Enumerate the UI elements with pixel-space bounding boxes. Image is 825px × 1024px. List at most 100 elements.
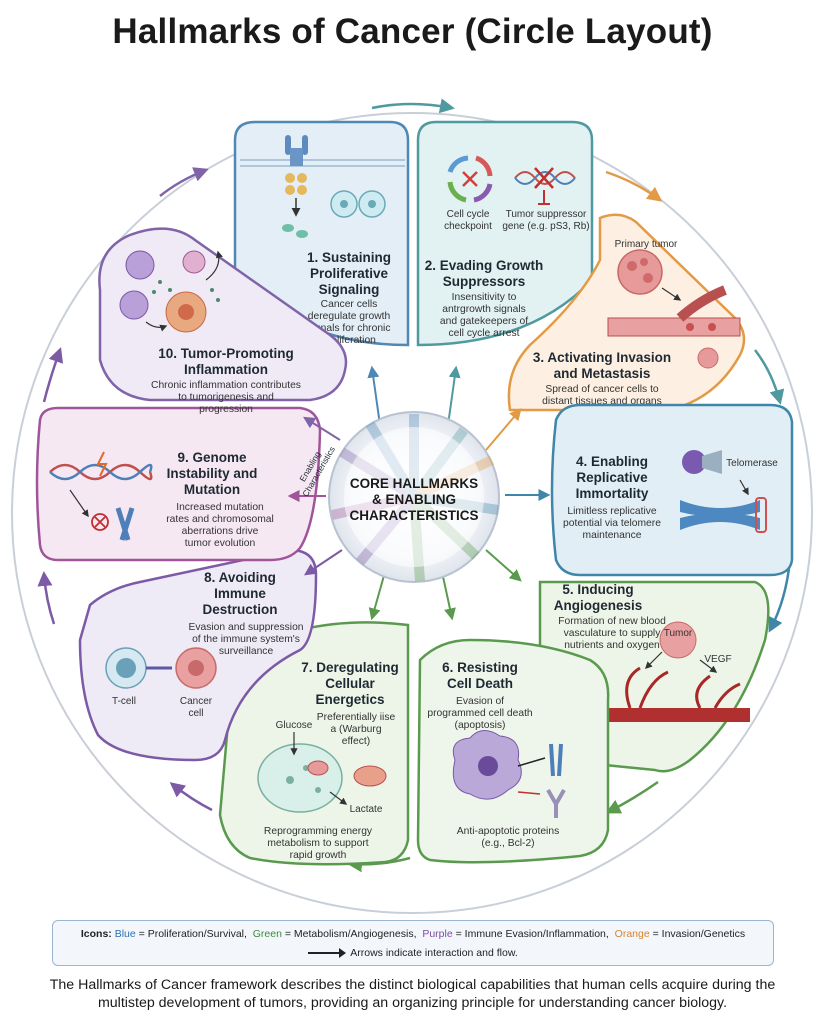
segment-10-title-1: 10. Tumor-Promoting [158, 346, 294, 361]
segment-3-text: Primary tumor 3. Activating Invasion and… [533, 239, 678, 407]
segment-4-title-1: 4. Enabling [576, 454, 648, 469]
segment-2-title-2: Suppressors [443, 274, 526, 289]
segment-3-title-2: and Metastasis [554, 366, 651, 381]
segment-7-title-2: Cellular [325, 676, 375, 691]
caption: The Hallmarks of Cancer framework descri… [49, 977, 776, 1011]
label-primary-tumor: Primary tumor [615, 239, 678, 250]
segment-10-desc-3: progression [199, 404, 253, 415]
segment-10-desc-1: Chronic inflammation contributes [151, 380, 301, 391]
apoptosis-icon [452, 730, 566, 818]
segment-4-desc-2: potential via telomere [563, 518, 661, 529]
segment-7-bottom-1: Reprogramming energy [264, 826, 373, 837]
segment-7-desc-2: a (Warburg [330, 724, 381, 735]
segment-1-desc-2: deregulate growth [308, 311, 391, 322]
label-tumor: Tumor [664, 628, 693, 639]
outer-ring [11, 112, 813, 914]
segment-4-panel[interactable] [550, 403, 794, 577]
segment-10-text: 10. Tumor-Promoting Inflammation Chronic… [151, 346, 301, 415]
segment-4-title-2: Replicative [576, 470, 648, 485]
segment-7-title-3: Energetics [315, 692, 384, 707]
label-vegf: VEGF [704, 654, 731, 665]
label-telomerase: Telomerase [726, 458, 778, 469]
legend-box: Icons: Blue = Proliferation/Survival, Gr… [52, 920, 774, 966]
legend-purple-text: = Immune Evasion/Inflammation, [452, 928, 609, 940]
segment-9-title-1: 9. Genome [177, 450, 247, 465]
label-cell-cycle-2: checkpoint [444, 221, 492, 232]
segment-3-desc-2: distant tissues and organs [542, 396, 662, 407]
segment-2-text: Cell cycle checkpoint Tumor suppressor g… [425, 209, 590, 339]
segment-2-desc-2: antrgrowth signals [442, 304, 526, 315]
segment-8-desc-2: of the immune system's [192, 634, 300, 645]
segment-9-desc-3: aberrations drive [182, 526, 259, 537]
segment-9-panel[interactable] [35, 406, 322, 562]
inflammation-icon [119, 250, 223, 333]
segment-8-title-2: Immune [214, 586, 266, 601]
segment-3-title-1: 3. Activating Invasion [533, 350, 671, 365]
segment-8-title-3: Destruction [202, 602, 277, 617]
segment-9-title-2: Instability and [167, 466, 258, 481]
segment-2-desc-4: cell cycle arrest [449, 328, 520, 339]
segment-6-title-1: 6. Resisting [442, 660, 518, 675]
segment-10-panel[interactable] [98, 227, 348, 402]
label-lactate: Lactate [350, 804, 383, 815]
segment-9-desc-2: rates and chromosomal [166, 514, 274, 525]
segment-10-desc-2: to tumorigenesis and [178, 392, 274, 403]
segment-3-panel[interactable] [507, 213, 746, 412]
legend-orange: Orange [614, 928, 650, 940]
label-tumor-suppressor-2: gene (e.g. pS3, Rb) [502, 221, 589, 232]
legend-green: Green [252, 928, 282, 940]
immune-cells-icon [105, 647, 217, 689]
segment-9-title-3: Mutation [184, 482, 240, 497]
segment-5-title-2: Angiogenesis [554, 598, 643, 613]
legend-prefix: Icons: [80, 928, 112, 940]
segment-7-bottom-2: metabolism to support [267, 838, 368, 849]
segment-5-desc-2: vasculature to supply [564, 628, 662, 639]
legend-orange-text: = Invasion/Genetics [649, 928, 746, 940]
segment-1-text: 1. Sustaining Proliferative Signaling Ca… [307, 250, 391, 346]
legend-blue-text: = Proliferation/Survival, [135, 928, 247, 940]
segment-7-bottom-3: rapid growth [290, 850, 347, 861]
segment-5-text: 5. Inducing Angiogenesis Formation of ne… [554, 582, 732, 665]
page-title: Hallmarks of Cancer (Circle Layout) [112, 12, 713, 51]
segment-6-desc-2: programmed cell death [427, 708, 533, 719]
segment-10-title-2: Inflammation [184, 362, 268, 377]
telomerase-icon [682, 450, 749, 496]
segment-8-text: 8. Avoiding Immune Destruction Evasion a… [112, 570, 304, 719]
segment-6-title-2: Cell Death [447, 676, 513, 691]
legend-green-text: = Metabolism/Angiogenesis, [281, 928, 417, 940]
segment-1-title-1: 1. Sustaining [307, 250, 391, 265]
legend-arrow-text: Arrows indicate interaction and flow. [350, 947, 518, 959]
segment-2-desc-3: and gatekeepers of [440, 316, 528, 327]
segment-9-desc-4: tumor evolution [185, 538, 256, 549]
segment-5-desc-1: Formation of new blood [558, 616, 666, 627]
receptor-icon [282, 135, 308, 238]
segment-4-text: Telomerase 4. Enabling Replicative Immor… [563, 454, 778, 541]
segment-6-text: 6. Resisting Cell Death Evasion of progr… [427, 660, 559, 849]
segment-4-desc-1: Limitless replicative [567, 506, 657, 517]
segment-7-desc-3: effect) [342, 736, 370, 747]
segment-2-panel[interactable] [416, 120, 594, 347]
core-line-1: CORE HALLMARKS [350, 476, 478, 491]
legend-blue: Blue [114, 928, 136, 940]
segment-7-title-1: 7. Deregulating [301, 660, 399, 675]
segment-1-desc-4: proliferation [322, 335, 376, 346]
segment-5-desc-3: nutrients and oxygen [564, 640, 660, 651]
label-cancer-cell-1: Cancer [180, 696, 213, 707]
core-line-3: CHARACTERISTICS [349, 508, 478, 523]
label-glucose: Glucose [276, 720, 313, 731]
segment-6-desc-3: (apoptosis) [455, 720, 506, 731]
legend-color-key: Icons: Blue = Proliferation/Survival, Gr… [53, 928, 773, 940]
segment-6-desc-1: Evasion of [456, 696, 504, 707]
segment-2-desc-1: Insensitivity to [452, 292, 517, 303]
segment-1-desc-3: signals for chronic [308, 323, 391, 334]
label-anti-apoptotic-1: Anti-apoptotic proteins [457, 826, 559, 837]
metastasis-icon [607, 249, 741, 369]
segment-9-desc-1: Increased mutation [176, 502, 264, 513]
center-spokes [287, 365, 551, 621]
segment-8-desc-1: Evasion and suppression [188, 622, 303, 633]
angiogenesis-icon [600, 621, 750, 722]
chromosome-icon [680, 497, 767, 533]
segment-4-desc-3: maintenance [583, 530, 642, 541]
label-tumor-suppressor-1: Tumor suppressor [506, 209, 587, 220]
